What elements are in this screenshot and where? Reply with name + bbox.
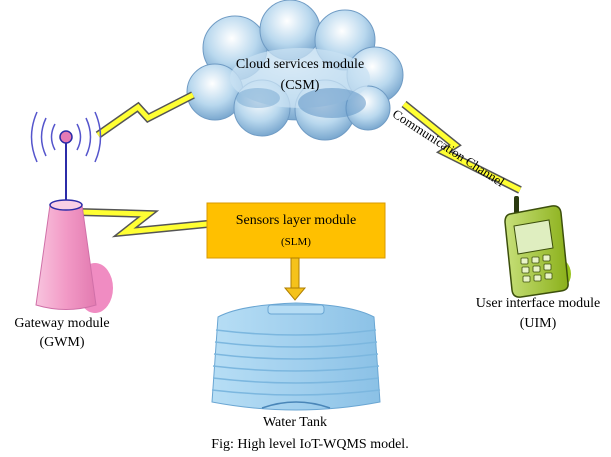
down-arrow-icon [283,257,307,301]
sensors-layer-abbrev: (SLM) [281,236,311,248]
sensors-layer-box [206,202,386,259]
gateway-label: Gateway module [14,316,110,331]
cloud-services-abbrev: (CSM) [280,78,320,93]
water-tank-icon [211,302,381,411]
sensors-layer-label: Sensors layer module [235,213,357,228]
lightning-bolt-gateway-sensors [77,208,208,238]
lightning-bolt-cloud-phone [401,100,522,194]
cloud-services-label: Cloud services module [235,57,365,72]
water-tank-label: Water Tank [262,415,328,430]
gateway-antenna-icon [30,111,113,313]
lightning-bolt-gateway-cloud [95,91,195,139]
mobile-phone-icon [504,196,571,298]
gateway-abbrev: (GWM) [39,335,85,350]
user-interface-abbrev: (UIM) [519,316,557,331]
cloud-services-icon [186,0,404,141]
figure-caption: Fig: High level IoT-WQMS model. [211,437,409,452]
user-interface-label: User interface module [475,296,601,311]
